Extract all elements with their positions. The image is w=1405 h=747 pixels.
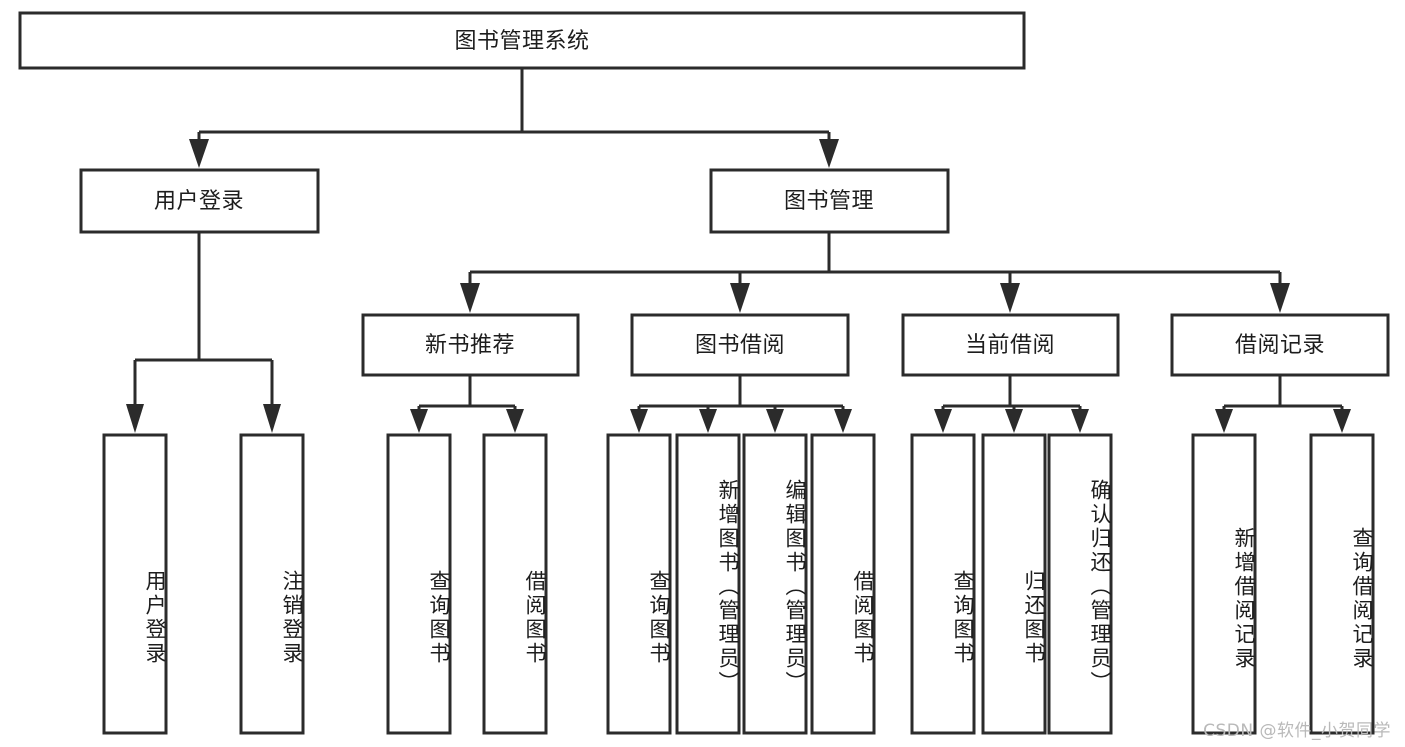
leaf-node-boxes (102, 433, 1375, 735)
leaf-box-query-book-2[interactable] (606, 433, 672, 735)
node-user-login-box[interactable] (79, 168, 320, 234)
node-book-borrow-label: 图书借阅 (695, 333, 785, 358)
node-book-borrow-box[interactable] (630, 313, 850, 377)
arrow-head-leaf-borrow-book-1 (506, 409, 524, 433)
arrow-head-leaf-user-login (126, 404, 144, 433)
leaf-box-logout-login[interactable] (239, 433, 305, 735)
node-current-borrow-label: 当前借阅 (965, 333, 1055, 358)
arrow-head-leaf-edit-book (766, 409, 784, 433)
connector-group-currentborrow-to-leaves (934, 375, 1089, 433)
node-book-borrow[interactable]: 图书借阅 (630, 313, 850, 377)
arrow-head-borrow-record (1270, 283, 1290, 313)
leaf-box-user-login[interactable] (102, 433, 168, 735)
node-new-book-recommend[interactable]: 新书推荐 (361, 313, 580, 377)
node-book-management[interactable]: 图书管理 (709, 168, 950, 234)
leaf-box-query-book-3[interactable] (910, 433, 976, 735)
arrow-head-leaf-add-book (699, 409, 717, 433)
connector-group-borrowrecord-to-leaves (1215, 375, 1351, 433)
node-new-book-recommend-label: 新书推荐 (425, 333, 515, 358)
arrow-head-current-borrow (1000, 283, 1020, 313)
arrow-head-leaf-borrow-book-2 (834, 409, 852, 433)
arrow-head-leaf-query-book-3 (934, 409, 952, 433)
leaf-box-add-book[interactable] (675, 433, 741, 735)
arrow-head-leaf-query-record (1333, 409, 1351, 433)
csdn-watermark: CSDN @软件_小贺同学 (1203, 721, 1391, 741)
node-borrow-record[interactable]: 借阅记录 (1170, 313, 1390, 377)
leaf-box-borrow-book-2[interactable] (810, 433, 876, 735)
leaf-box-confirm-return[interactable] (1047, 433, 1113, 735)
node-new-book-recommend-box[interactable] (361, 313, 580, 377)
arrow-head-leaf-confirm-return (1071, 409, 1089, 433)
arrow-head-leaf-query-book-2 (630, 409, 648, 433)
node-root-box[interactable] (18, 11, 1026, 70)
arrow-head-user-login (189, 139, 209, 168)
node-borrow-record-label: 借阅记录 (1235, 333, 1325, 358)
leaf-box-edit-book[interactable] (742, 433, 808, 735)
connector-group-newbook-to-leaves (410, 375, 524, 433)
leaf-box-query-record[interactable] (1309, 433, 1375, 735)
node-book-management-box[interactable] (709, 168, 950, 234)
leaf-box-add-record[interactable] (1191, 433, 1257, 735)
connector-group-root-to-level2 (189, 68, 839, 168)
node-current-borrow[interactable]: 当前借阅 (901, 313, 1120, 377)
node-borrow-record-box[interactable] (1170, 313, 1390, 377)
node-book-management-label: 图书管理 (784, 189, 874, 214)
arrow-head-book-borrow (730, 283, 750, 313)
leaf-box-return-book[interactable] (981, 433, 1047, 735)
node-user-login[interactable]: 用户登录 (79, 168, 320, 234)
node-current-borrow-box[interactable] (901, 313, 1120, 377)
connector-group-userlogin-to-leaves (126, 232, 281, 433)
arrow-head-leaf-query-book-1 (410, 409, 428, 433)
leaf-box-borrow-book-1[interactable] (482, 433, 548, 735)
node-root[interactable]: 图书管理系统 (18, 11, 1026, 70)
node-root-label: 图书管理系统 (454, 29, 589, 54)
node-user-login-label: 用户登录 (154, 189, 244, 214)
connector-group-bookmgmt-to-level3 (460, 232, 1290, 313)
connector-group-bookborrow-to-leaves (630, 375, 852, 433)
leaf-box-query-book-1[interactable] (386, 433, 452, 735)
arrow-head-leaf-return-book (1005, 409, 1023, 433)
arrow-head-leaf-add-record (1215, 409, 1233, 433)
arrow-head-leaf-logout-login (263, 404, 281, 433)
arrow-head-new-book-rec (460, 283, 480, 313)
arrow-head-book-mgmt (819, 139, 839, 168)
